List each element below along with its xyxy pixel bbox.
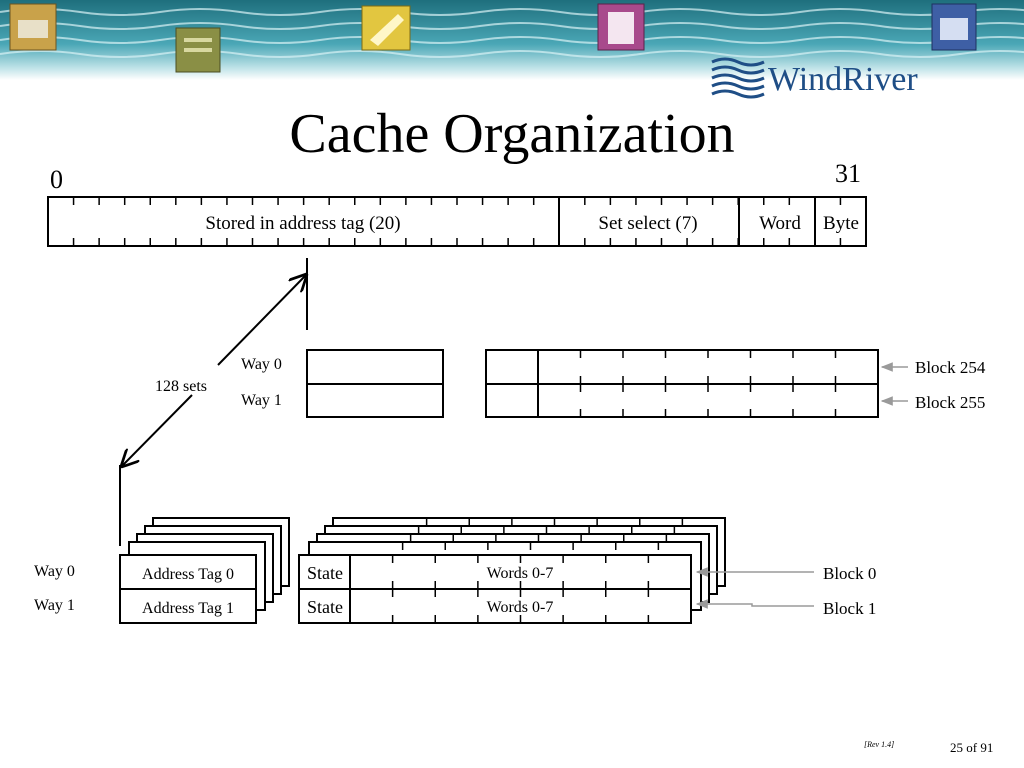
address-tag-1-label: Address Tag 1	[142, 600, 234, 617]
banner-tile-folder-icon	[931, 3, 977, 51]
bit-label-0: 0	[50, 165, 63, 194]
words-0-label: Words 0-7	[487, 565, 554, 582]
lower-data-stack	[298, 517, 726, 624]
field-set-select: Set select (7)	[598, 213, 697, 234]
upper-way0-label: Way 0	[241, 356, 282, 373]
page-counter: 25 of 91	[950, 740, 994, 755]
banner-tile-phone-icon	[9, 3, 57, 51]
address-register	[47, 196, 867, 247]
banner-tile-shuttle-icon	[361, 5, 411, 51]
revision-note: [Rev 1.4]	[864, 740, 895, 749]
words-1-label: Words 0-7	[487, 599, 554, 616]
field-word: Word	[759, 213, 801, 234]
header-banner	[0, 0, 1024, 80]
set-span-arrow-up	[217, 275, 306, 366]
block-1-arrow	[695, 599, 814, 609]
bit-label-31: 31	[835, 159, 861, 188]
lower-tag-stack	[119, 517, 290, 624]
state-1-label: State	[307, 597, 343, 617]
block-255-label: Block 255	[915, 393, 985, 412]
set-span-arrow-down	[122, 394, 193, 466]
lower-way1-label: Way 1	[34, 597, 75, 614]
field-byte: Byte	[823, 213, 859, 234]
banner-tile-board-icon	[175, 27, 221, 73]
block-254-label: Block 254	[915, 358, 986, 377]
upper-data-box	[485, 349, 879, 418]
upper-way1-label: Way 1	[241, 392, 282, 409]
lower-way0-label: Way 0	[34, 563, 75, 580]
banner-tile-document-icon	[597, 3, 645, 51]
brand-logo: WindRiver	[711, 57, 918, 99]
page-title: Cache Organization	[289, 103, 735, 165]
sets-count-label: 128 sets	[155, 378, 207, 395]
block-0-label: Block 0	[823, 564, 876, 583]
address-tag-0-label: Address Tag 0	[142, 566, 234, 583]
upper-tag-box	[306, 349, 444, 418]
state-0-label: State	[307, 563, 343, 583]
brand-logo-wordmark: WindRiver	[768, 61, 918, 98]
field-address-tag: Stored in address tag (20)	[205, 213, 400, 234]
block-1-label: Block 1	[823, 599, 876, 618]
